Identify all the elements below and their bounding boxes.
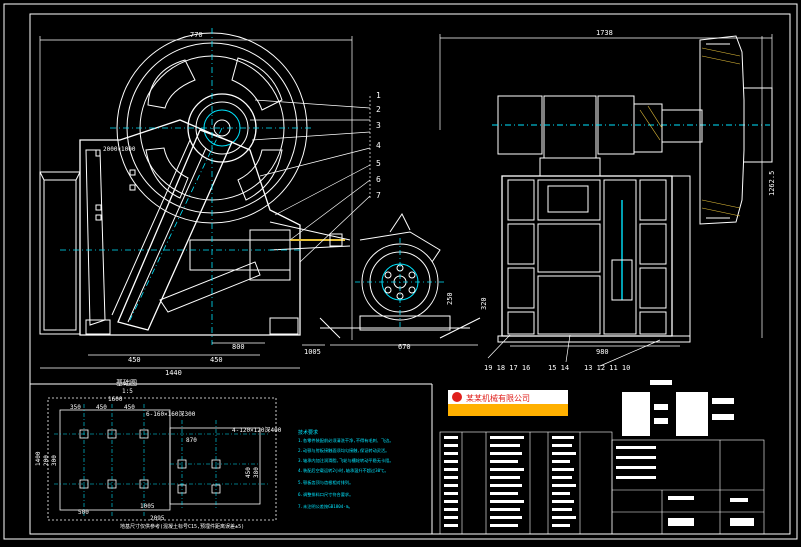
callout-1: 1 — [376, 91, 381, 100]
dim-1738: 1738 — [596, 29, 613, 37]
company-logo — [452, 392, 462, 402]
tech-line-3: 3.轴承内加注润滑脂,飞轮与槽轮转动平稳无卡阻。 — [298, 457, 394, 464]
tech-heading: 技术要求 — [298, 429, 318, 436]
foundation-text: 基础图 1:5 350 450 450 1600 1400 200 300 6-… — [35, 378, 282, 530]
dim-500: 500 — [78, 509, 89, 516]
dim-320: 320 — [480, 297, 488, 310]
dim-200: 200 — [43, 455, 50, 466]
dim-870: 870 — [186, 437, 197, 444]
badge-text: 2000×1000 — [103, 146, 136, 153]
callout-4: 4 — [376, 141, 381, 150]
tech-line-2: 2.动颚与肘板接触面须均匀接触,保证转动灵活。 — [298, 447, 389, 454]
side-dimension-text: 1738 1262.5 980 19 18 17 16 15 14 13 12 … — [484, 29, 776, 372]
anchor-holes — [79, 429, 221, 494]
tech-line-1: 1.各零件装配前必须清洗干净,不得有毛刺、飞边。 — [298, 437, 394, 444]
front-view — [39, 32, 351, 336]
side-flywheel — [699, 35, 745, 225]
side-view — [492, 35, 773, 343]
parts-list-rows — [444, 436, 576, 527]
front-callouts: 1 2 3 4 5 6 7 — [376, 91, 381, 200]
hole-note-a: 6-160×160深300 — [146, 410, 196, 418]
company-name: 某某机械有限公司 — [466, 393, 530, 403]
title-block-fill — [616, 446, 754, 526]
foundation-caption: 地基尺寸仅供参考(混凝土标号C15,预埋件距离误差±5) — [120, 523, 244, 530]
callouts-15-14: 15 14 — [548, 364, 569, 372]
dim-1400: 1400 — [35, 451, 42, 466]
callout-2: 2 — [376, 105, 381, 114]
dim-380-rt: 380 — [253, 467, 260, 478]
technical-notes: 技术要求 1.各零件装配前必须清洗干净,不得有毛刺、飞边。 2.动颚与肘板接触面… — [298, 429, 394, 510]
side-dimensions — [439, 34, 773, 367]
dim-1005: 1005 — [304, 348, 321, 356]
dim-670: 670 — [398, 343, 411, 351]
flywheel-hatch — [639, 47, 741, 217]
dim-1440: 1440 — [165, 369, 182, 377]
foundation-centerlines — [54, 404, 270, 516]
dim-450-right: 450 — [210, 356, 223, 364]
callouts-19-16: 19 18 17 16 — [484, 364, 530, 372]
tech-line-5: 5.颚板齿顶与齿根相对排列。 — [298, 479, 353, 486]
motor-centerlines — [355, 238, 445, 330]
tech-line-7: 7.未注明公差按GB1804-m。 — [298, 503, 353, 510]
dim-450b: 450 — [124, 404, 135, 411]
hole-note-b: 4-120×120深400 — [232, 426, 282, 434]
motor-pulley — [361, 243, 439, 321]
dim-1005-f: 1005 — [140, 503, 155, 510]
callout-5: 5 — [376, 159, 381, 168]
dim-250: 250 — [446, 292, 454, 305]
front-centerlines — [60, 28, 312, 345]
dim-1262-5: 1262.5 — [768, 171, 776, 196]
dim-980: 980 — [596, 348, 609, 356]
model-badge: 2000×1000 — [103, 146, 136, 153]
front-dimensions — [39, 36, 478, 369]
dim-450-rt: 450 — [245, 467, 252, 478]
parts-list-table — [439, 431, 613, 535]
drawing-frame — [3, 3, 798, 540]
tech-line-6: 6.调整排料口尺寸符合要求。 — [298, 491, 353, 498]
dim-350: 350 — [70, 404, 81, 411]
dim-1600: 1600 — [108, 396, 123, 403]
dim-300: 300 — [51, 455, 58, 466]
title-block-marks — [622, 380, 734, 436]
company-banner: 某某机械有限公司 — [448, 390, 568, 416]
callout-6: 6 — [376, 175, 381, 184]
title-block — [611, 439, 765, 535]
foundation-scale: 1:5 — [122, 388, 133, 395]
callout-7: 7 — [376, 191, 381, 200]
front-dimension-text: 770 450 450 800 1440 1005 670 250 320 — [128, 31, 488, 377]
dim-450-left: 450 — [128, 356, 141, 364]
crusher-frame — [79, 119, 301, 336]
dim-2095: 2095 — [150, 515, 165, 522]
callout-3: 3 — [376, 121, 381, 130]
swing-jaw — [117, 129, 233, 331]
dim-800: 800 — [232, 343, 245, 351]
dim-450a: 450 — [96, 404, 107, 411]
tech-line-4: 4.装配后空载运转2小时,轴承温升不超过30℃。 — [298, 467, 389, 474]
foundation-title: 基础图 — [116, 378, 137, 387]
dim-770: 770 — [190, 31, 203, 39]
callouts-13-10: 13 12 11 10 — [584, 364, 630, 372]
